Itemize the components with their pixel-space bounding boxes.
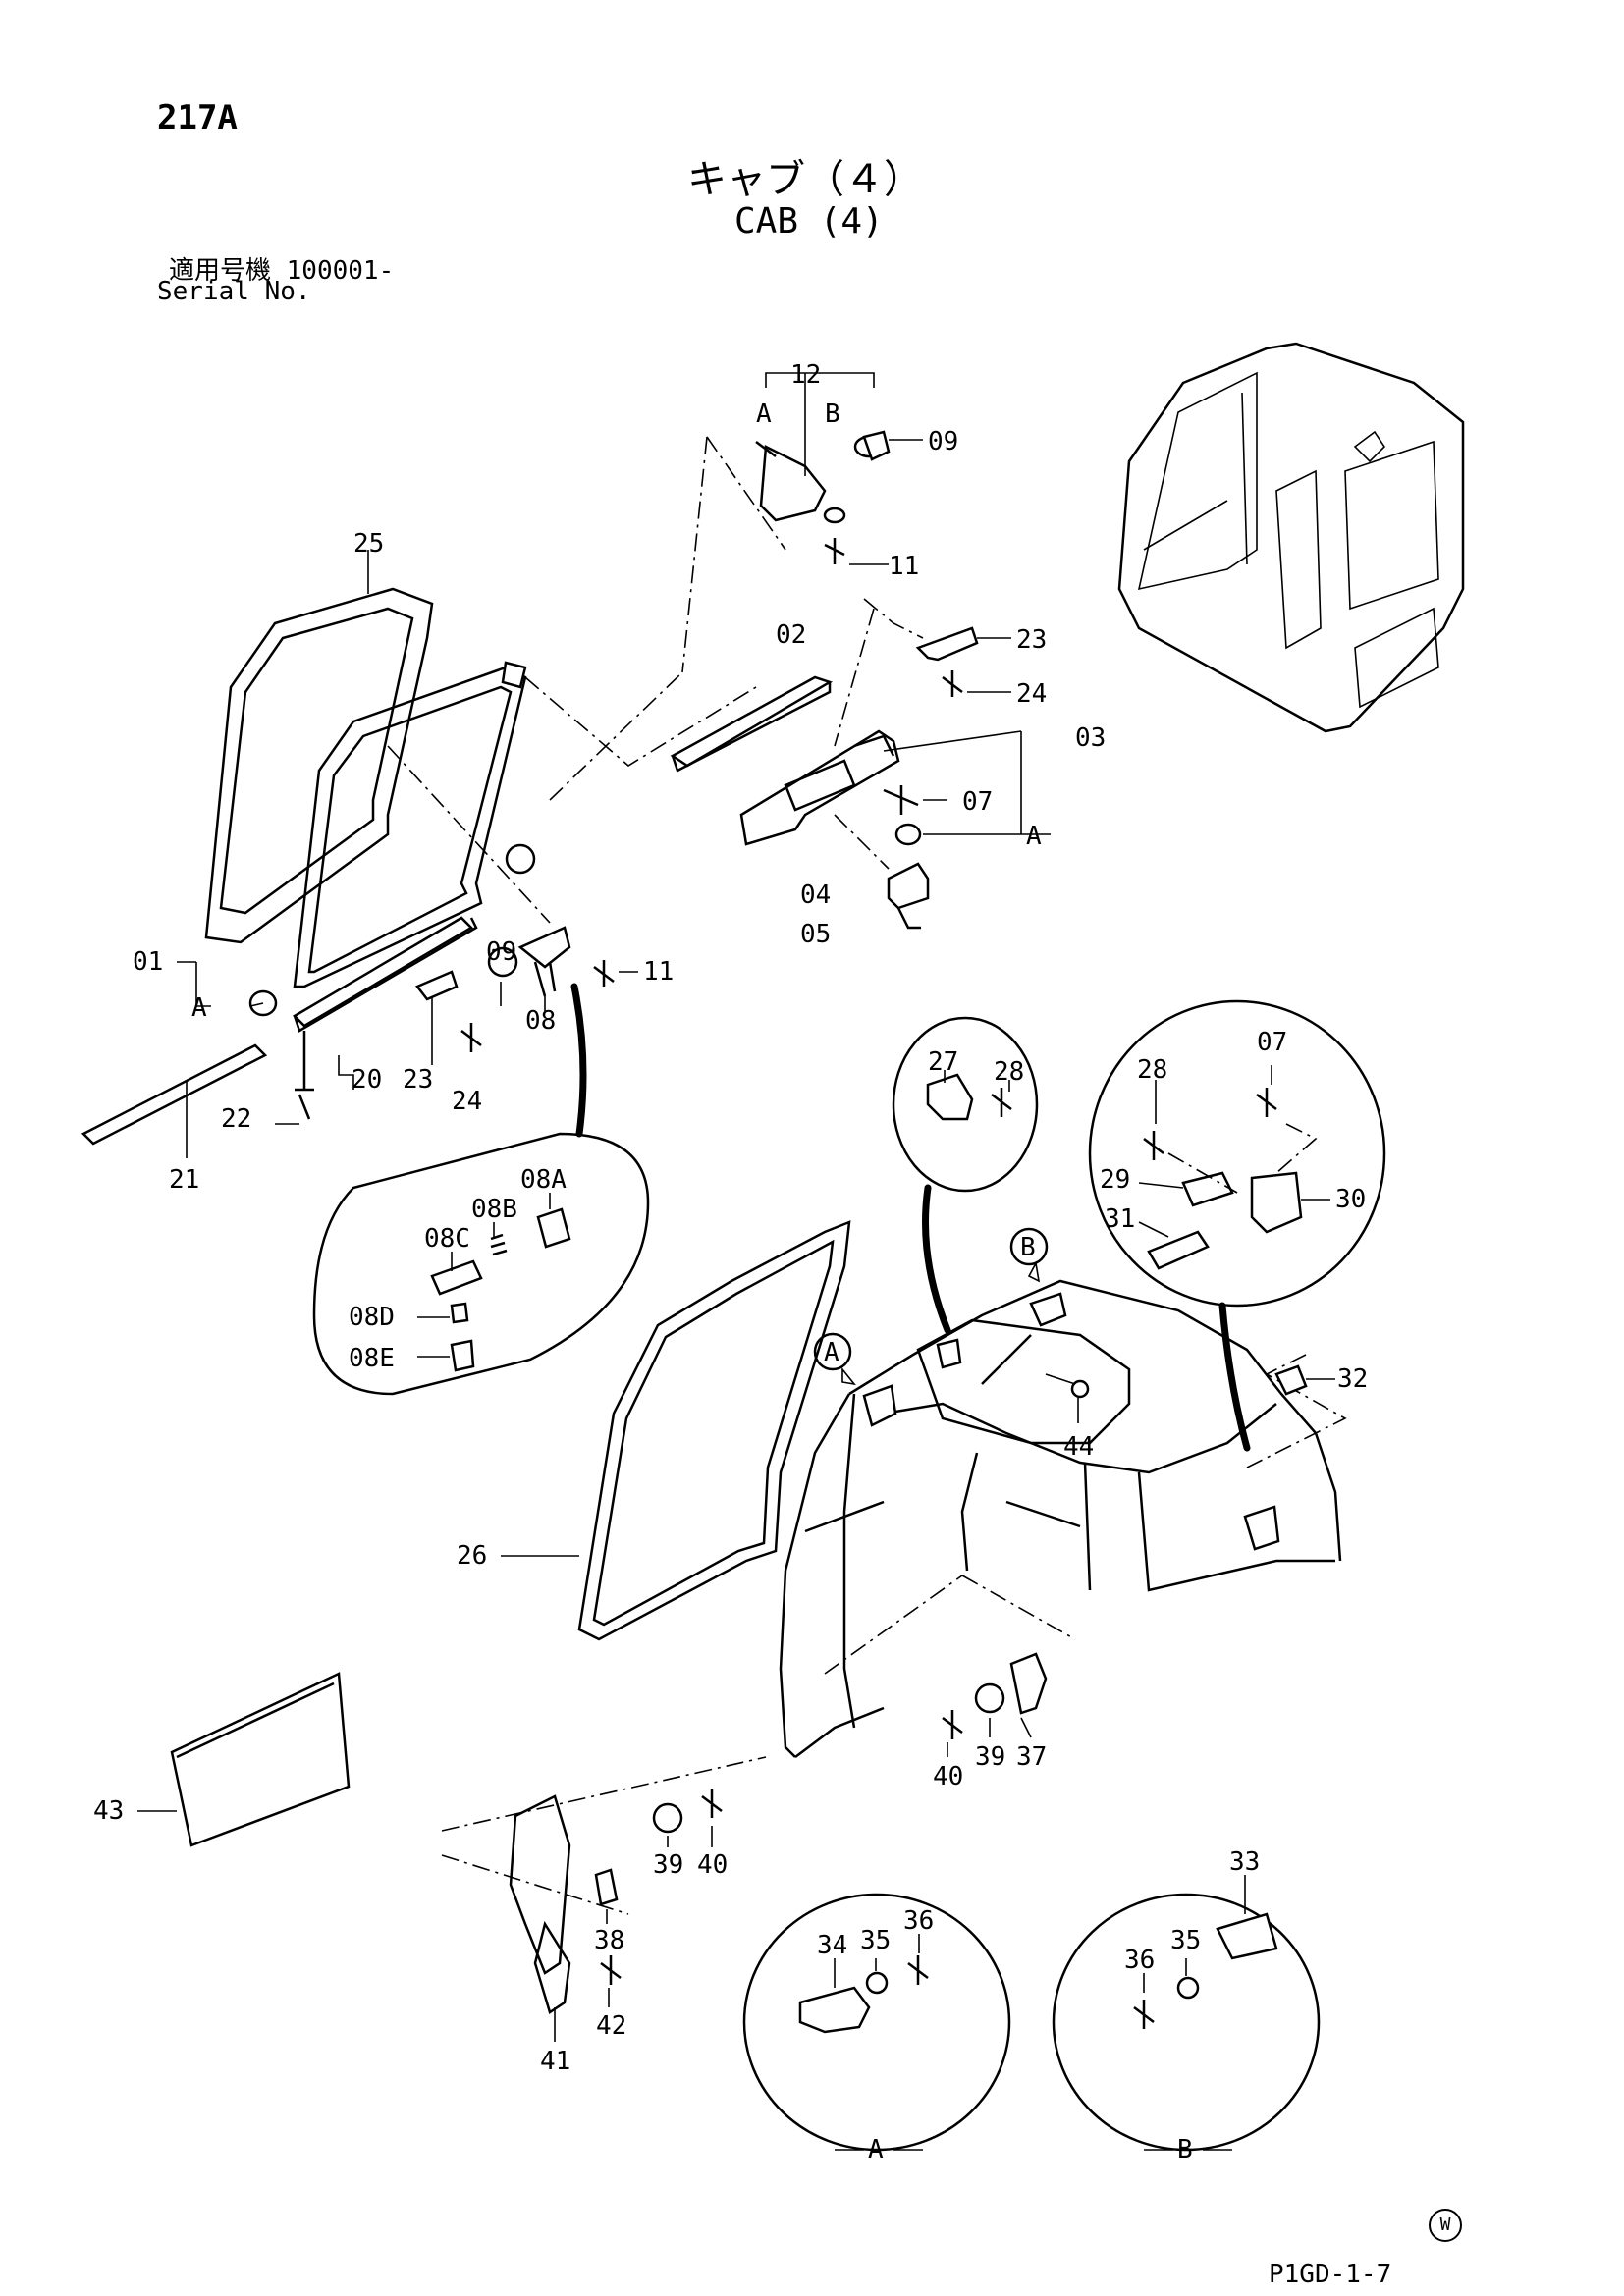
callout-11: 11 — [643, 957, 674, 987]
callout-07: 07 — [1257, 1028, 1287, 1057]
callout-08B: 08B — [471, 1195, 517, 1224]
callout-37: 37 — [1016, 1742, 1047, 1772]
callout-25: 25 — [353, 529, 384, 559]
callout-38: 38 — [594, 1926, 624, 1955]
callout-40: 40 — [933, 1762, 963, 1791]
callout-03: 03 — [1075, 723, 1106, 753]
callout-43: 43 — [93, 1796, 124, 1826]
callout-02: 02 — [776, 620, 806, 650]
callout-08: 08 — [525, 1006, 556, 1036]
callout-04: 04 — [800, 881, 831, 910]
handle-assembly-12 — [681, 372, 923, 673]
callout-22: 22 — [221, 1104, 251, 1134]
detail-circle-A — [742, 1893, 1011, 2152]
callout-39: 39 — [975, 1742, 1005, 1772]
callout-26: 26 — [457, 1541, 487, 1571]
callout-28: 28 — [994, 1057, 1024, 1087]
callout-A: A — [868, 2135, 884, 2164]
callout-23: 23 — [403, 1065, 433, 1095]
cab-overview-illustration — [1117, 342, 1465, 733]
callout-12: 12 — [790, 360, 821, 390]
callout-27: 27 — [928, 1047, 958, 1077]
callout-08C: 08C — [424, 1224, 470, 1254]
detail-circle-hinge — [1088, 999, 1386, 1452]
callout-36: 36 — [1124, 1946, 1155, 1975]
callout-28: 28 — [1137, 1055, 1167, 1085]
callout-39: 39 — [653, 1850, 683, 1880]
serial-label-english: Serial No. — [157, 277, 311, 306]
callout-B: B — [825, 400, 840, 429]
bumper-32 — [1274, 1364, 1335, 1396]
callout-41: 41 — [540, 2047, 570, 2076]
detail-circle-27-28 — [892, 1016, 1039, 1334]
pointer-circle-B — [1009, 1227, 1049, 1266]
callout-09: 09 — [928, 427, 958, 456]
pointer-circle-A — [813, 1332, 852, 1371]
callout-29: 29 — [1100, 1165, 1130, 1195]
callout-05: 05 — [800, 920, 831, 949]
callout-A: A — [191, 993, 207, 1023]
callout-35: 35 — [860, 1926, 891, 1955]
callout-24: 24 — [1016, 679, 1047, 709]
title-english: CAB (4) — [734, 201, 884, 241]
lower-rails — [81, 916, 638, 1158]
callout-A: A — [1026, 822, 1042, 851]
page-number: 217A — [157, 98, 238, 137]
callout-32: 32 — [1337, 1364, 1368, 1394]
callout-21: 21 — [169, 1165, 199, 1195]
callout-30: 30 — [1335, 1185, 1366, 1214]
callout-09: 09 — [486, 937, 516, 967]
lower-door-parts — [441, 1652, 1048, 2042]
callout-11: 11 — [889, 552, 919, 581]
callout-07: 07 — [962, 787, 993, 817]
callout-08A: 08A — [520, 1165, 567, 1195]
callout-B: B — [1020, 1233, 1036, 1262]
callout-35: 35 — [1170, 1926, 1201, 1955]
callout-40: 40 — [697, 1850, 728, 1880]
callout-42: 42 — [596, 2011, 626, 2041]
drawing-code: P1GD-1-7 — [1269, 2260, 1392, 2289]
door-seal-26 — [501, 1220, 851, 1641]
callout-34: 34 — [817, 1931, 847, 1960]
watermark-circle: W — [1429, 2209, 1462, 2242]
window-frames — [204, 550, 757, 988]
detail-oval-08 — [312, 983, 650, 1396]
rail-assembly-02-03 — [670, 598, 1022, 930]
serial-label-japanese: 適用号機 100001- — [169, 256, 395, 286]
bracket-23-upper — [915, 626, 1011, 697]
callout-B: B — [1177, 2135, 1193, 2164]
callout-08D: 08D — [349, 1303, 395, 1332]
title-japanese: キャブ（４） — [687, 157, 923, 202]
glass-panel-43 — [137, 1672, 351, 1847]
callout-44: 44 — [1063, 1432, 1094, 1462]
callout-24: 24 — [452, 1087, 482, 1116]
callout-20: 20 — [352, 1065, 382, 1095]
callout-33: 33 — [1229, 1847, 1260, 1877]
callout-A: A — [756, 400, 772, 429]
callout-01: 01 — [133, 947, 163, 977]
callout-08E: 08E — [349, 1344, 395, 1373]
callout-36: 36 — [903, 1906, 934, 1936]
detail-circle-B — [1052, 1875, 1321, 2152]
cab-body — [779, 1279, 1347, 1758]
callout-A: A — [824, 1338, 839, 1367]
callout-31: 31 — [1105, 1204, 1135, 1234]
callout-23: 23 — [1016, 625, 1047, 655]
